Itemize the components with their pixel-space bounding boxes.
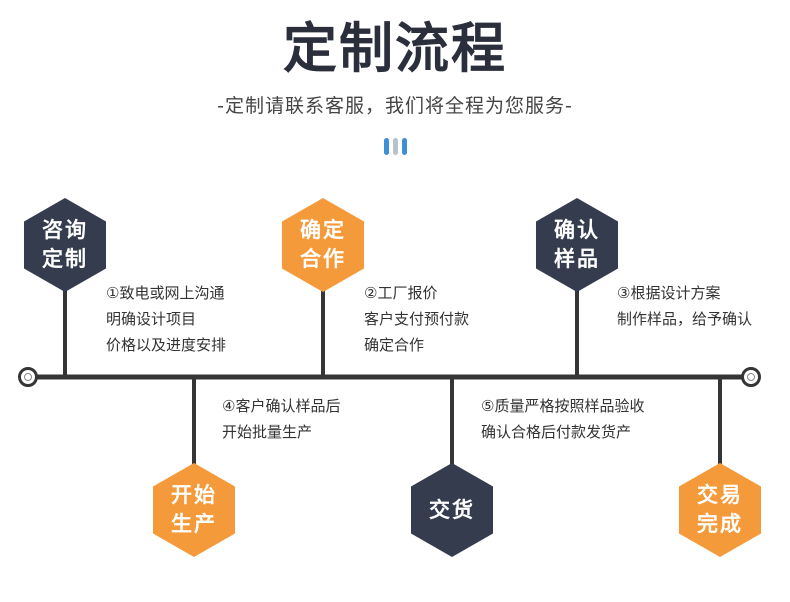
divider-bars-icon: [384, 138, 408, 156]
step-3-description: ③根据设计方案 制作样品，给予确认: [617, 284, 753, 328]
step-2-label: 确定合作: [300, 218, 346, 271]
step-1-description: ①致电或网上沟通 明确设计项目 价格以及进度安排: [106, 284, 227, 354]
step-2-description: ②工厂报价 客户支付预付款 确定合作: [364, 284, 470, 354]
step-1-label: 咨询定制: [42, 218, 88, 271]
step-6-label: 交易完成: [697, 483, 743, 536]
timeline-end-cap: [741, 367, 761, 387]
step-3-label: 确认样品: [554, 218, 600, 271]
step-5-description: ⑤质量严格按照样品验收 确认合格后付款发货产: [481, 397, 645, 441]
step-5-label: 交货: [429, 497, 475, 522]
timeline-start-cap: [18, 367, 38, 387]
page-subtitle: -定制请联系客服，我们将全程为您服务-: [217, 95, 573, 117]
step-4-label: 开始生产: [171, 483, 217, 536]
step-6-hexagon: 交易完成: [679, 463, 761, 557]
step-3-hexagon: 确认样品: [536, 198, 618, 292]
step-4-description: ④客户确认样品后 开始批量生产: [222, 397, 341, 441]
page-title: 定制流程: [283, 17, 507, 80]
